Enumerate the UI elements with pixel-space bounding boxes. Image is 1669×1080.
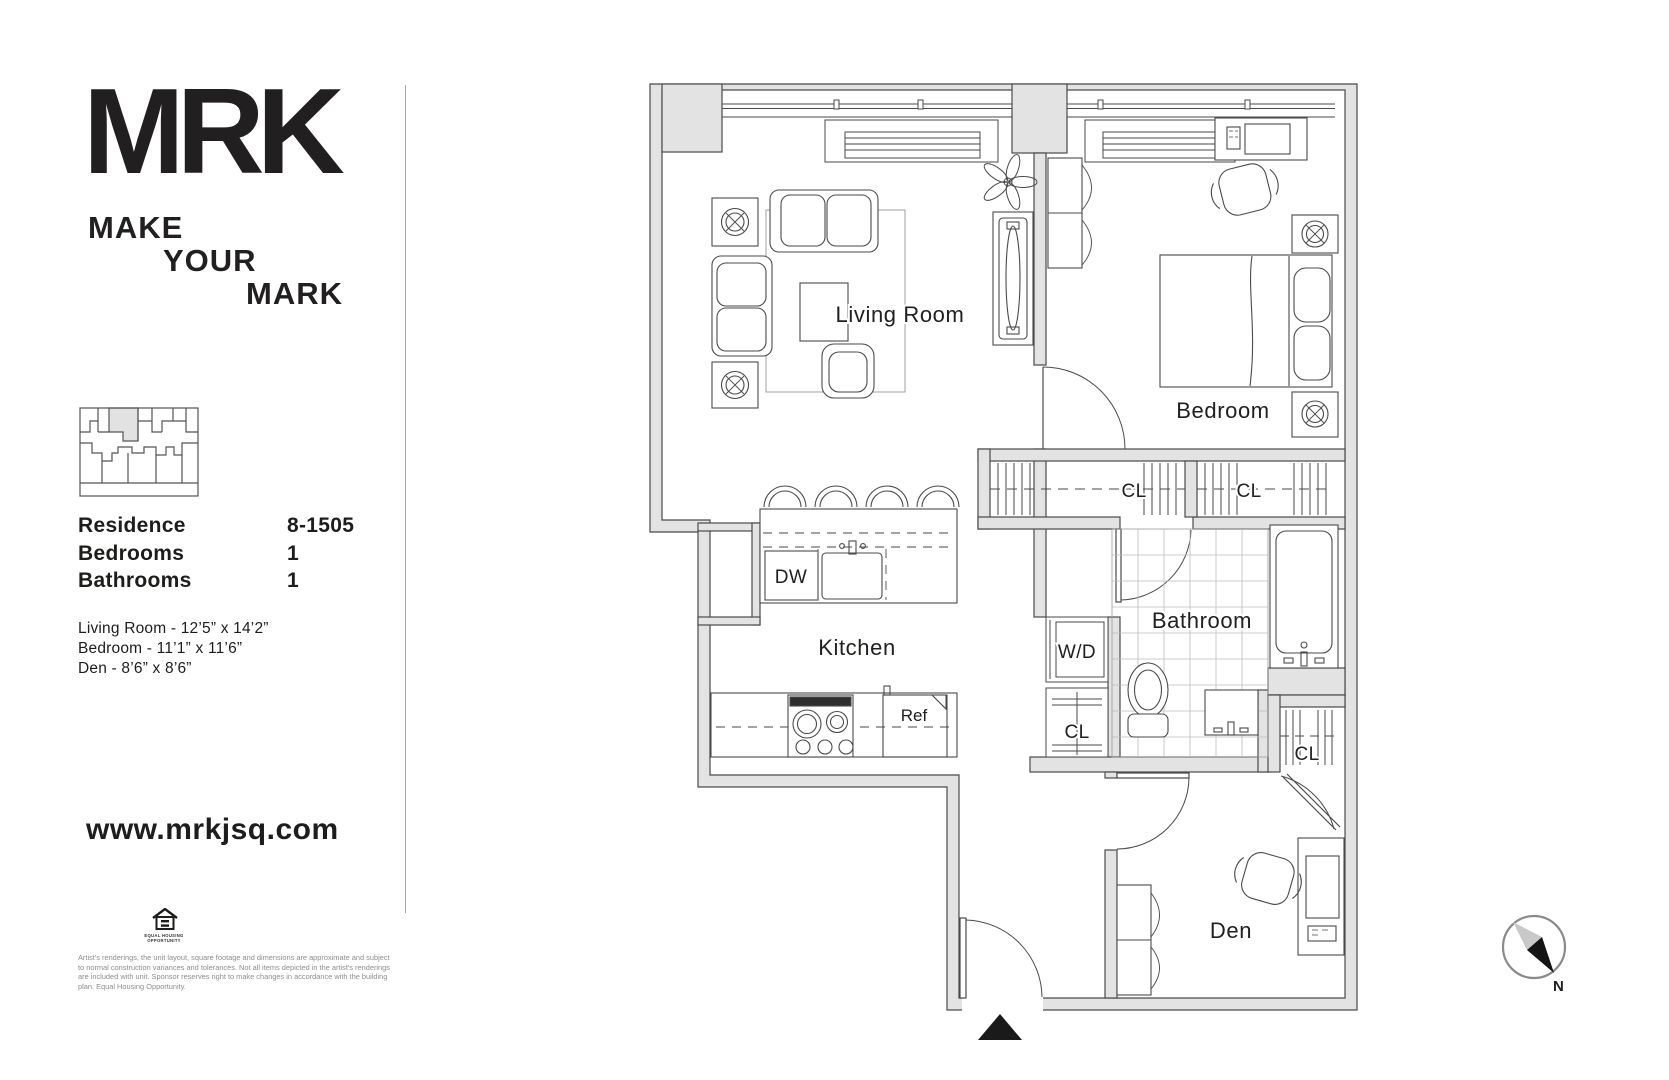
bathtub xyxy=(1269,524,1339,669)
kitchen-fixtures xyxy=(710,485,960,758)
key-plan xyxy=(79,407,199,497)
closet-den xyxy=(1280,710,1340,765)
nightstand-lamp xyxy=(1291,391,1339,438)
tagline-line-1: MAKE xyxy=(88,210,184,245)
unit-info-row-bathrooms: Bathrooms 1 xyxy=(78,567,354,595)
kitchen-label: Kitchen xyxy=(818,635,896,660)
bathrooms-label: Bathrooms xyxy=(78,569,192,592)
dishwasher-label: DW xyxy=(775,567,807,588)
bedroom-furniture xyxy=(1047,117,1339,438)
dimension-living-room: Living Room - 12’5” x 14’2” xyxy=(78,620,269,637)
entry-marker xyxy=(978,1014,1022,1040)
washer-dryer-label: W/D xyxy=(1058,642,1096,663)
toilet xyxy=(1127,662,1169,738)
closets xyxy=(990,463,1340,765)
bathroom-label: Bathroom xyxy=(1152,608,1252,633)
bedroom-label: Bedroom xyxy=(1176,398,1269,423)
bathroom-fixtures xyxy=(1127,524,1339,738)
equal-housing-caption: EQUAL HOUSING OPPORTUNITY xyxy=(144,933,184,943)
vanity-sink xyxy=(1204,689,1259,736)
refrigerator-label: Ref xyxy=(901,706,928,725)
unit-info-row-bedrooms: Bedrooms 1 xyxy=(78,540,354,568)
unit-info-row-residence: Residence 8-1505 xyxy=(78,512,354,540)
compass: N xyxy=(1501,914,1567,995)
disclaimer-line: Artist's renderings, the unit layout, sq… xyxy=(78,953,390,962)
den-closet-door xyxy=(1280,773,1341,831)
living-room-label: Living Room xyxy=(836,302,965,327)
room-dimensions: Living Room - 12’5” x 14’2” Bedroom - 11… xyxy=(78,619,269,679)
bed xyxy=(1159,254,1333,388)
bedroom-chair xyxy=(1210,163,1279,216)
bedroom-desk xyxy=(1214,117,1308,161)
den-chair xyxy=(1234,852,1302,905)
closet-right-label: CL xyxy=(1236,481,1261,502)
disclaimer-line: to normal construction variances and tol… xyxy=(78,962,390,972)
closet-right xyxy=(1197,463,1333,515)
radiator xyxy=(824,119,999,163)
nightstand-lamp xyxy=(1291,214,1339,254)
vertical-divider xyxy=(405,85,406,913)
closet-hall-label: CL xyxy=(1064,722,1089,743)
disclaimer-line: plan. Equal Housing Opportunity. xyxy=(78,981,186,991)
bedrooms-value: 1 xyxy=(287,541,299,565)
bathroom-door xyxy=(1115,528,1192,603)
room-labels: Living Room Bedroom Kitchen Bathroom Den… xyxy=(773,300,1321,945)
radiator xyxy=(1084,119,1236,163)
bar-stools xyxy=(763,485,960,508)
compass-north-label: N xyxy=(1553,978,1564,995)
loveseat xyxy=(769,189,879,253)
bedroom-door xyxy=(1042,366,1126,450)
dimension-den: Den - 8’6” x 8’6” xyxy=(78,660,192,677)
closet-den-label: CL xyxy=(1294,744,1319,765)
armchair xyxy=(821,343,875,399)
window-band-bedroom xyxy=(1067,103,1335,118)
dishwasher-box xyxy=(764,550,819,601)
residence-label: Residence xyxy=(78,514,186,537)
den-cabinet xyxy=(1116,884,1160,996)
console-mirror xyxy=(992,211,1034,346)
den-furniture xyxy=(1116,837,1345,996)
closet-left xyxy=(990,463,1185,515)
disclaimer-line: are included with unit. Sponsor reserves… xyxy=(78,972,388,982)
wall-column xyxy=(1011,83,1068,154)
bedrooms-label: Bedrooms xyxy=(78,541,185,565)
living-room-furniture xyxy=(711,154,1038,409)
dimension-bedroom: Bedroom - 11’1” x 11’6” xyxy=(78,640,243,657)
plant xyxy=(983,154,1038,210)
den-desk xyxy=(1297,837,1345,956)
side-table-lamp xyxy=(711,197,759,247)
window-band-living xyxy=(722,103,1012,118)
range xyxy=(787,694,854,758)
coffee-table xyxy=(799,282,849,342)
side-table-lamp xyxy=(711,361,759,409)
walls xyxy=(649,83,1358,1011)
closet-left-label: CL xyxy=(1121,481,1146,502)
brand-logo: MRK xyxy=(83,63,345,199)
compass-needle-north xyxy=(1527,937,1554,973)
washer-dryer-closet xyxy=(1045,616,1109,683)
residence-value: 8-1505 xyxy=(287,514,355,537)
compass-needle-tail xyxy=(1513,922,1542,950)
sofa xyxy=(711,255,773,357)
wall-corner-block xyxy=(661,83,723,153)
windows xyxy=(722,99,1335,163)
tagline-line-3: MARK xyxy=(246,276,343,311)
bathroom-tiles xyxy=(1111,528,1269,758)
bathrooms-value: 1 xyxy=(287,569,299,592)
wardrobe xyxy=(1047,157,1092,269)
unit-info: Residence 8-1505 Bedrooms 1 Bathrooms 1 xyxy=(78,512,354,595)
tagline-line-2: YOUR xyxy=(163,243,257,278)
website-url: www.mrkjsq.com xyxy=(86,813,339,846)
den-label: Den xyxy=(1210,918,1252,943)
closet-hall xyxy=(1045,687,1109,758)
disclaimer: Artist's renderings, the unit layout, sq… xyxy=(78,953,390,991)
den-door xyxy=(1116,772,1190,850)
entry-door xyxy=(959,917,1043,1012)
equal-housing-icon xyxy=(152,908,178,930)
refrigerator xyxy=(882,685,948,758)
sink xyxy=(821,540,883,600)
